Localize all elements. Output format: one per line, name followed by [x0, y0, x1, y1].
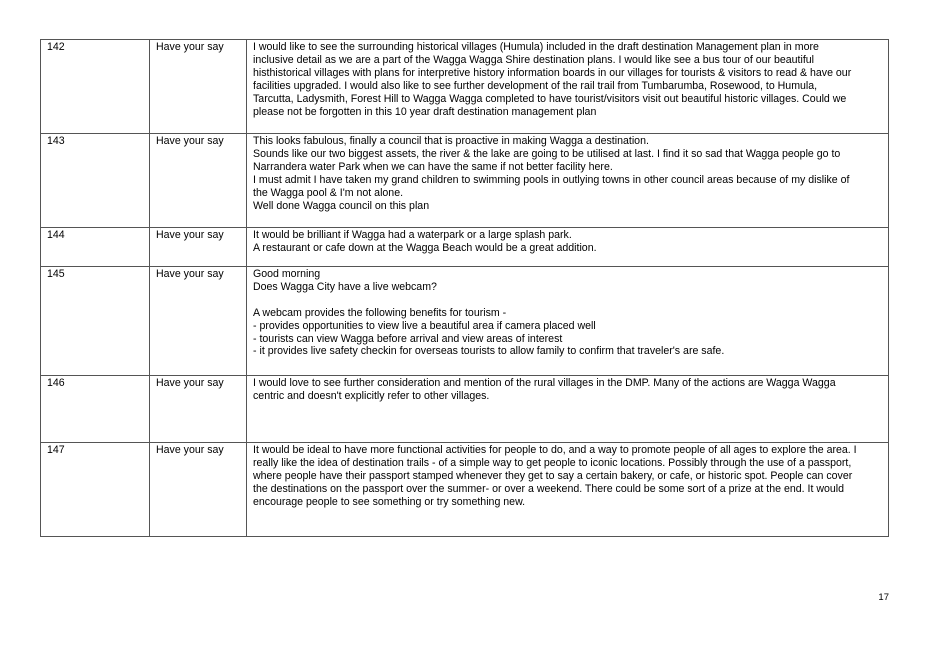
comment-line: - tourists can view Wagga before arrival…	[253, 332, 563, 345]
table-row: 146 Have your say I would love to see fu…	[40, 375, 889, 443]
feedback-table: 142 Have your say I would like to see th…	[40, 39, 889, 537]
comment-line: facilities upgraded. I would also like t…	[253, 79, 818, 92]
row-id-cell: 142	[40, 39, 150, 134]
row-source-cell: Have your say	[149, 442, 247, 537]
feedback-table-body: 142 Have your say I would like to see th…	[40, 39, 889, 537]
row-id-cell: 143	[40, 133, 150, 228]
comment-line: Narrandera water Park when we can have t…	[253, 160, 613, 173]
table-row: 144 Have your say It would be brilliant …	[40, 227, 889, 267]
table-row: 143 Have your say This looks fabulous, f…	[40, 133, 889, 228]
page-number: 17	[878, 592, 889, 603]
comment-line: please not be forgotten in this 10 year …	[253, 105, 597, 118]
row-id-cell: 144	[40, 227, 150, 267]
comment-line: centric and doesn't explicitly refer to …	[253, 389, 490, 402]
comment-line: It would be ideal to have more functiona…	[253, 444, 857, 456]
comment-line: - it provides live safety checkin for ov…	[253, 345, 725, 358]
row-id-cell: 145	[40, 266, 150, 376]
row-comment-cell: I would like to see the surrounding hist…	[246, 39, 889, 134]
comment-line: the Wagga pool & I'm not alone.	[253, 186, 404, 199]
table-row: 142 Have your say I would like to see th…	[40, 39, 889, 134]
row-comment-cell: It would be brilliant if Wagga had a wat…	[246, 227, 889, 267]
row-source-cell: Have your say	[149, 266, 247, 376]
comment-line: Tarcutta, Ladysmith, Forest Hill to Wagg…	[253, 92, 847, 105]
comment-line: A restaurant or cafe down at the Wagga B…	[253, 241, 597, 254]
row-source-cell: Have your say	[149, 227, 247, 267]
comment-blank-line	[253, 294, 882, 307]
comment-line: I would like to see the surrounding hist…	[253, 41, 819, 53]
row-source-cell: Have your say	[149, 39, 247, 134]
comment-line: A webcam provides the following benefits…	[253, 306, 507, 319]
table-row: 147 Have your say It would be ideal to h…	[40, 442, 889, 537]
row-comment-cell: It would be ideal to have more functiona…	[246, 442, 889, 537]
comment-line: Sounds like our two biggest assets, the …	[253, 147, 841, 160]
row-comment-cell: Good morning Does Wagga City have a live…	[246, 266, 889, 376]
comment-line: - provides opportunities to view live a …	[253, 319, 596, 332]
comment-line: encourage people to see something or try…	[253, 495, 526, 508]
comment-line: Well done Wagga council on this plan	[253, 199, 430, 212]
comment-line: really like the idea of destination trai…	[253, 456, 852, 469]
comment-line: It would be brilliant if Wagga had a wat…	[253, 229, 572, 241]
row-id-cell: 147	[40, 442, 150, 537]
comment-line: the destinations on the passport over th…	[253, 482, 845, 495]
row-comment-cell: This looks fabulous, finally a council t…	[246, 133, 889, 228]
comment-line: Does Wagga City have a live webcam?	[253, 280, 437, 293]
row-source-cell: Have your say	[149, 375, 247, 443]
row-comment-cell: I would love to see further consideratio…	[246, 375, 889, 443]
table-row: 145 Have your say Good morning Does Wagg…	[40, 266, 889, 376]
comment-line: where people have their passport stamped…	[253, 469, 853, 482]
comment-line: I would love to see further consideratio…	[253, 377, 836, 389]
row-id-cell: 146	[40, 375, 150, 443]
comment-line: This looks fabulous, finally a council t…	[253, 135, 649, 147]
comment-line: histhistorical villages with plans for i…	[253, 66, 852, 79]
comment-line: I must admit I have taken my grand child…	[253, 173, 850, 186]
comment-line: inclusive detail as we are a part of the…	[253, 53, 815, 66]
comment-line: Good morning	[253, 268, 321, 280]
row-source-cell: Have your say	[149, 133, 247, 228]
